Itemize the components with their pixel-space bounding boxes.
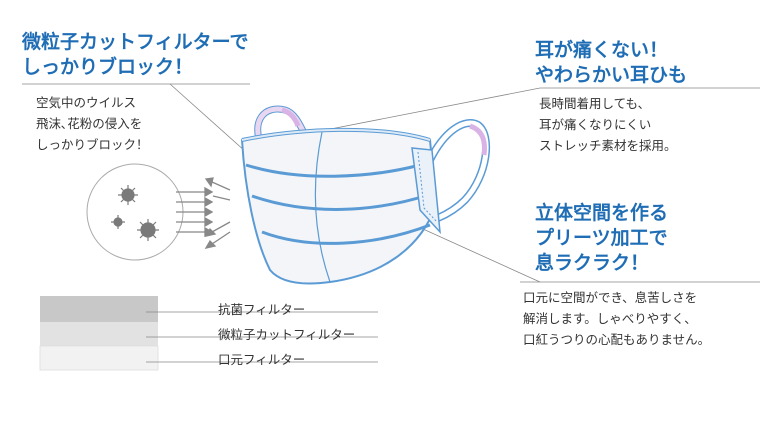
ear-loop-callout-heading: 耳が痛くない！ やわらかい耳ひも — [535, 38, 687, 88]
filter-label-particle: 微粒子カットフィルター — [218, 327, 356, 342]
left-body-line-2: 飛沫､花粉の侵入を — [36, 116, 143, 131]
filter-layer-antibacterial — [40, 296, 158, 322]
pleat-body-line-1: 口元に空間ができ、息苦しさを — [523, 290, 698, 305]
leader-line-right-top — [299, 87, 541, 136]
mask-body — [240, 127, 441, 285]
filter-layers — [39, 296, 378, 371]
ear-loops — [254, 105, 491, 222]
pleat-3 — [261, 223, 431, 245]
side-binding — [411, 147, 441, 235]
leader-line-left-diag — [169, 83, 256, 161]
left-heading-line-2: しっかりブロック！ — [22, 56, 194, 78]
virus-diagram — [86, 163, 184, 261]
ear-body-line-1: 長時間着用しても、 — [539, 96, 651, 111]
virus-circle — [86, 163, 184, 261]
ear-body-line-2: 耳が痛くなりにくい — [539, 117, 652, 132]
virus-icon — [111, 185, 159, 241]
filter-label-mouth: 口元フィルター — [218, 352, 306, 367]
left-heading-line-1: 微粒子カットフィルターで — [22, 31, 249, 53]
block-arrows — [176, 177, 231, 249]
center-seam — [314, 131, 331, 283]
ear-loop-callout-body: 長時間着用しても、 耳が痛くなりにくい ストレッチ素材を採用。 — [539, 93, 677, 156]
filter-label-antibacterial: 抗菌フィルター — [218, 302, 306, 317]
filter-layer-particle — [40, 322, 158, 346]
left-body-line-3: しっかりブロック！ — [36, 137, 149, 152]
ear-body-line-3: ストレッチ素材を採用。 — [539, 138, 677, 153]
left-callout-heading: 微粒子カットフィルターで しっかりブロック！ — [22, 30, 248, 80]
pleat-callout-body: 口元に空間ができ、息苦しさを 解消します。しゃべりやすく、 口紅うつりの心配もあ… — [523, 287, 710, 350]
pleat-heading-line-2: プリーツ加工で — [535, 227, 668, 249]
left-body-line-1: 空気中のウイルス — [36, 95, 137, 110]
pleat-2 — [251, 193, 429, 211]
pleat-1 — [245, 163, 421, 178]
pleat-heading-line-1: 立体空間を作る — [535, 202, 669, 224]
pleat-body-line-3: 口紅うつりの心配もありません。 — [523, 332, 711, 347]
left-callout-body: 空気中のウイルス 飛沫､花粉の侵入を しっかりブロック！ — [36, 92, 149, 155]
ear-heading-line-2: やわらかい耳ひも — [535, 64, 688, 86]
filter-layer-mouth — [39, 345, 159, 371]
pleat-callout-heading: 立体空間を作る プリーツ加工で 息ラクラク！ — [535, 201, 668, 276]
pleat-heading-line-3: 息ラクラク！ — [535, 252, 650, 274]
mask-surface — [240, 128, 438, 285]
ear-heading-line-1: 耳が痛くない！ — [535, 39, 669, 61]
pleat-body-line-2: 解消します。しゃべりやすく、 — [523, 311, 697, 326]
